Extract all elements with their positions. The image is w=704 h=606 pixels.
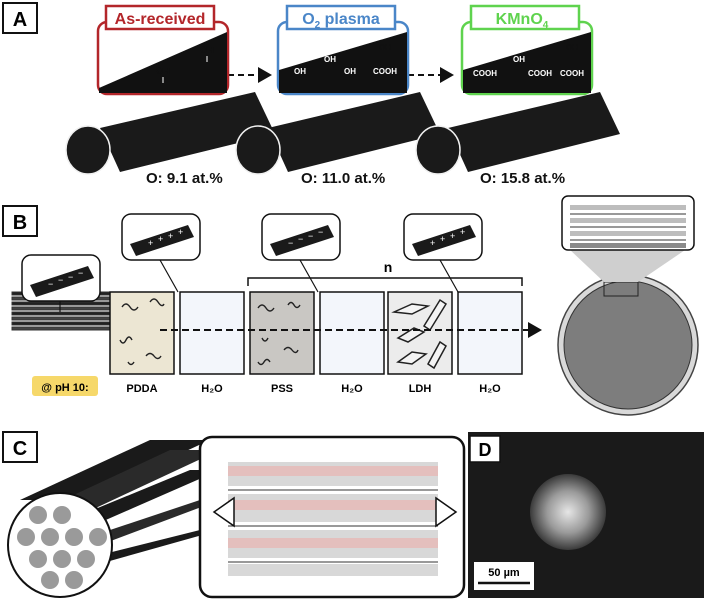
svg-text:+: + xyxy=(460,227,465,237)
charge-sign: + xyxy=(148,238,153,248)
oxygen-content: O: 15.8 at.% xyxy=(480,170,565,187)
surface-box-kmno4: KMnO4 COOH OH COOH COOH OH xyxy=(460,4,594,96)
functional-group: OH xyxy=(324,55,336,64)
scale-bar-box xyxy=(474,562,534,590)
bath-water-1 xyxy=(179,291,245,375)
bath-label: H₂O xyxy=(341,383,363,395)
interface-zoom-panel xyxy=(198,435,466,599)
stage-title: O2 plasma xyxy=(302,11,380,31)
bath-label: PDDA xyxy=(126,383,157,395)
panel-b: B xyxy=(2,195,699,416)
svg-text:+: + xyxy=(168,231,173,241)
panel-b-letter-box xyxy=(2,205,38,237)
functional-group: COOH xyxy=(560,69,584,78)
bath-water-2 xyxy=(319,291,385,375)
svg-text:−: − xyxy=(58,275,63,285)
svg-text:−: − xyxy=(298,234,303,244)
charge-sign: + xyxy=(430,238,435,248)
panel-d-letter-box xyxy=(469,435,501,463)
bath-pss xyxy=(249,291,315,375)
fiber-bundle-3d xyxy=(7,440,220,598)
fiber-o2-plasma xyxy=(235,92,440,175)
functional-group: COOH xyxy=(373,67,397,76)
svg-text:−: − xyxy=(308,231,313,241)
bath-label: PSS xyxy=(271,383,293,395)
functional-group: OH xyxy=(294,67,306,76)
panel-a: A As-received OH OH O: 9.1 at.% xyxy=(2,2,620,187)
charge-callout-4: + + + + xyxy=(403,213,483,293)
svg-text:−: − xyxy=(318,227,323,237)
svg-text:−: − xyxy=(68,272,73,282)
panel-a-letter: A xyxy=(13,9,27,31)
panel-b-letter: B xyxy=(13,212,27,234)
charge-callout-3: − − − − xyxy=(261,213,341,293)
fiber-as-received xyxy=(65,92,275,175)
charge-sign: − xyxy=(48,279,53,289)
svg-text:+: + xyxy=(450,231,455,241)
surface-box-as-received: As-received OH OH xyxy=(96,4,230,96)
functional-group: OH xyxy=(344,67,356,76)
panel-a-letter-box xyxy=(2,2,38,34)
repeat-label: n xyxy=(384,259,393,275)
functional-group: OH xyxy=(513,55,525,64)
svg-text:+: + xyxy=(158,234,163,244)
coated-fiber-cross-section xyxy=(557,195,699,416)
svg-text:−: − xyxy=(78,268,83,278)
bath-label: H₂O xyxy=(201,383,223,395)
surface-box-o2-plasma: O2 plasma OH OH OH COOH OH xyxy=(276,4,410,96)
svg-text:+: + xyxy=(440,234,445,244)
ph-tag xyxy=(32,376,98,396)
ldh-platelets xyxy=(391,298,448,370)
bath-label: LDH xyxy=(409,383,432,395)
pdda-chains xyxy=(119,298,165,366)
repeat-bracket xyxy=(247,277,523,286)
sem-fiber-bundle xyxy=(530,474,606,550)
stage-title: KMnO4 xyxy=(496,11,549,31)
charge-callout-1: − − − − xyxy=(21,254,101,312)
scale-bar-label: 50 µm xyxy=(488,567,520,579)
oxygen-content: O: 9.1 at.% xyxy=(146,170,223,187)
panel-c: C xyxy=(2,431,466,599)
functional-group: OH xyxy=(379,43,391,52)
charge-sign: − xyxy=(288,238,293,248)
bath-water-3 xyxy=(457,291,523,375)
pss-chains xyxy=(257,301,301,366)
panel-d: D 50 µm xyxy=(468,432,704,598)
functional-group: COOH xyxy=(473,69,497,78)
functional-group: OH xyxy=(156,66,170,76)
charge-callout-2: + + + + xyxy=(121,213,201,293)
functional-group: OH xyxy=(566,43,578,52)
functional-group: OH xyxy=(200,45,214,55)
fiber-kmno4 xyxy=(415,92,620,175)
bath-label: H₂O xyxy=(479,383,501,395)
panel-c-letter-box xyxy=(2,431,38,463)
ph-label: @ pH 10: xyxy=(41,382,88,394)
functional-group: COOH xyxy=(528,69,552,78)
oxygen-content: O: 11.0 at.% xyxy=(301,170,385,187)
stage-title: As-received xyxy=(115,11,206,28)
panel-d-letter: D xyxy=(479,440,492,460)
svg-text:+: + xyxy=(178,227,183,237)
panel-c-letter: C xyxy=(13,438,27,460)
